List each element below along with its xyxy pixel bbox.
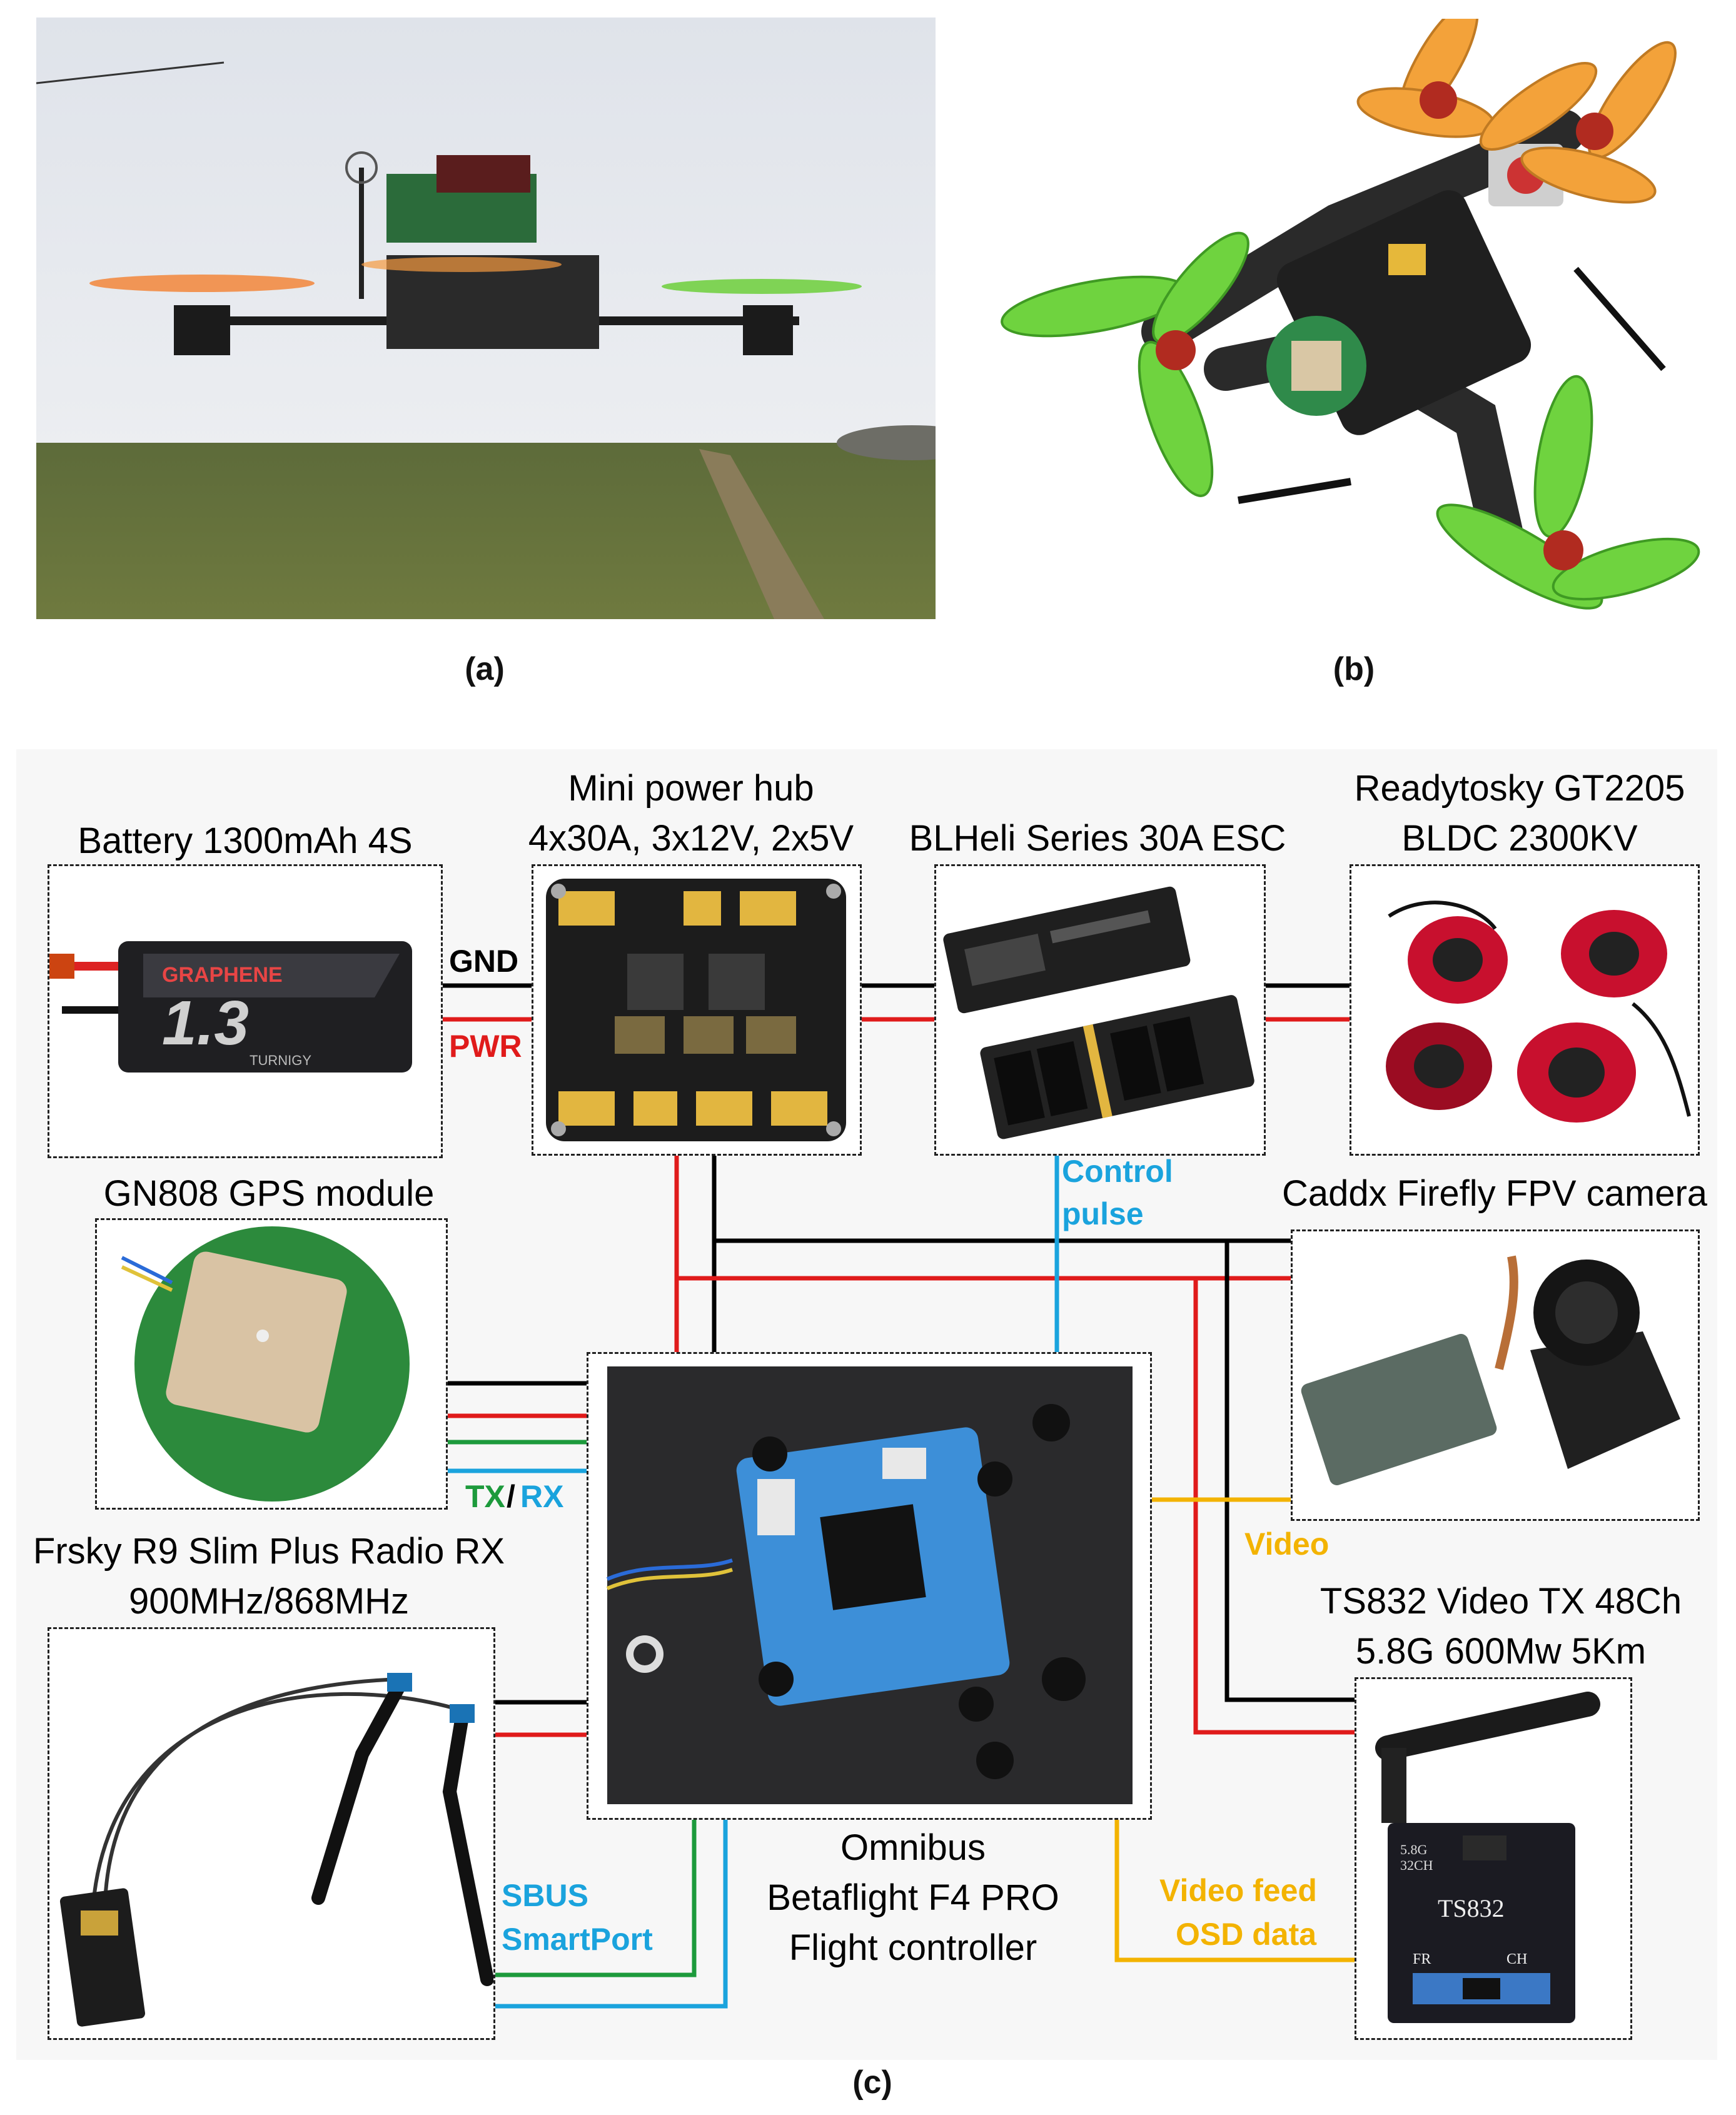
label-control-line1: Control [1062, 1154, 1173, 1189]
motors-image [1386, 901, 1691, 1123]
vtx-band-mark: 5.8G [1400, 1842, 1428, 1857]
power-hub-box [532, 864, 862, 1156]
radio-rx-box [48, 1627, 495, 2040]
radio-rx-title-line2: 900MHz/868MHz [128, 1581, 410, 1622]
esc-image [943, 886, 1254, 1139]
vtx-device-mark: TS832 [1438, 1894, 1505, 1922]
label-tx: TX [465, 1479, 505, 1514]
label-gnd: GND [449, 944, 519, 979]
caption-b: (b) [1333, 651, 1375, 687]
vtx-box: 5.8G 32CH TS832 FR CH [1355, 1677, 1632, 2040]
label-video-feed: Video feed [1159, 1873, 1317, 1908]
motors-title-line1: Readytosky GT2205 [1354, 768, 1685, 809]
label-smartport: SmartPort [502, 1922, 653, 1957]
flight-controller-box [587, 1352, 1152, 1820]
wire-video-feed [1114, 1820, 1355, 1962]
vtx-image: 5.8G 32CH TS832 FR CH [1375, 1692, 1600, 2023]
motors-title-line2: BLDC 2300KV [1401, 818, 1638, 859]
camera-image [1301, 1255, 1680, 1485]
battery-brand: GRAPHENE [162, 963, 283, 987]
label-pwr: PWR [449, 1029, 522, 1064]
vtx-title-line2: 5.8G 600Mw 5Km [1355, 1631, 1647, 1672]
flight-controller-image [606, 1366, 1133, 1804]
vtx-fr-mark: FR [1413, 1951, 1431, 1967]
vtx-title-line1: TS832 Video TX 48Ch [1320, 1581, 1682, 1622]
battery-image: GRAPHENE 1.3 TURNIGY [49, 941, 412, 1073]
battery-box: GRAPHENE 1.3 TURNIGY [48, 864, 443, 1158]
vtx-chbtn-mark: CH [1506, 1951, 1527, 1967]
fc-title-line1: Omnibus [840, 1827, 986, 1868]
caption-c: (c) [852, 2064, 892, 2101]
motors-box [1350, 864, 1700, 1156]
radio-rx-image [59, 1673, 494, 2027]
gps-title: GN808 GPS module [103, 1173, 435, 1214]
battery-capacity-mark: 1.3 [162, 988, 249, 1058]
wire-vtx-gnd [1224, 1241, 1355, 1702]
label-rx: RX [520, 1479, 564, 1514]
vtx-ch-mark: 32CH [1400, 1857, 1433, 1873]
gps-box [95, 1218, 448, 1510]
battery-maker: TURNIGY [250, 1052, 311, 1068]
wire-vtx-pwr [1193, 1278, 1355, 1735]
fc-title-line3: Flight controller [789, 1927, 1037, 1968]
wire-rx-sbus [495, 1820, 697, 1977]
label-control-line2: pulse [1062, 1196, 1144, 1231]
power-hub-title-line2: 4x30A, 3x12V, 2x5V [528, 818, 854, 859]
caption-a: (a) [465, 651, 505, 687]
battery-title: Battery 1300mAh 4S [78, 820, 413, 861]
photo-drone-top-view [1001, 19, 1701, 644]
camera-title: Caddx Firefly FPV camera [1281, 1173, 1708, 1214]
esc-box [934, 864, 1266, 1156]
wire-rx-smartport [495, 1820, 728, 2009]
label-slash: / [507, 1479, 515, 1514]
esc-title: BLHeli Series 30A ESC [909, 818, 1286, 859]
fc-title-line2: Betaflight F4 PRO [767, 1877, 1059, 1918]
photo-drone-in-flight [36, 18, 936, 619]
drone-flight-illustration [36, 18, 936, 619]
gps-image [121, 1226, 410, 1502]
drone-topview-illustration [1001, 19, 1701, 644]
power-hub-image [546, 879, 846, 1141]
label-video: Video [1244, 1527, 1330, 1562]
label-sbus: SBUS [502, 1878, 588, 1913]
radio-rx-title-line1: Frsky R9 Slim Plus Radio RX [33, 1531, 505, 1572]
camera-box [1291, 1229, 1700, 1521]
power-hub-title-line1: Mini power hub [568, 768, 814, 809]
label-osd-data: OSD data [1176, 1917, 1317, 1952]
